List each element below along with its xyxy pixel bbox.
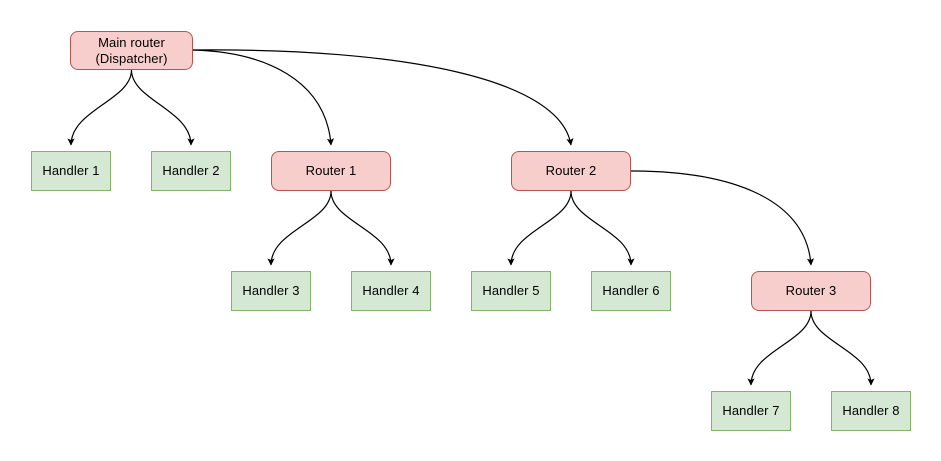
node-router-2[interactable]: Router 2	[511, 151, 631, 191]
edge-router-3-to-handler-8	[810, 310, 875, 386]
node-handler-7[interactable]: Handler 7	[711, 391, 791, 431]
node-label-handler-3: Handler 3	[242, 283, 300, 298]
node-label-handler-7: Handler 7	[722, 403, 780, 418]
edge-router-1-to-handler-3	[267, 190, 332, 266]
edge-main-router-to-handler-2	[130, 69, 195, 146]
edge-router-2-to-handler-6	[570, 190, 635, 266]
node-label-handler-5: Handler 5	[482, 283, 540, 298]
node-handler-3[interactable]: Handler 3	[231, 271, 311, 311]
node-handler-4[interactable]: Handler 4	[351, 271, 431, 311]
node-handler-5[interactable]: Handler 5	[471, 271, 551, 311]
node-label-handler-6: Handler 6	[602, 283, 660, 298]
node-handler-6[interactable]: Handler 6	[591, 271, 671, 311]
node-label-main-router: Main router (Dispatcher)	[95, 34, 168, 66]
node-label-router-3: Router 3	[785, 283, 837, 298]
edge-paths	[67, 49, 875, 386]
edge-router-2-to-router-3	[630, 170, 815, 266]
node-handler-1[interactable]: Handler 1	[31, 151, 111, 191]
edge-router-3-to-handler-7	[747, 310, 812, 386]
node-label-handler-4: Handler 4	[362, 283, 420, 298]
edge-router-1-to-handler-4	[330, 190, 395, 266]
edge-main-router-to-router-1	[192, 49, 335, 146]
node-label-handler-8: Handler 8	[842, 403, 900, 418]
edge-main-router-to-router-2	[192, 49, 574, 146]
node-router-3[interactable]: Router 3	[751, 271, 871, 311]
node-label-handler-2: Handler 2	[162, 163, 220, 178]
node-handler-8[interactable]: Handler 8	[831, 391, 911, 431]
edge-main-router-to-handler-1	[67, 69, 133, 146]
node-label-router-2: Router 2	[545, 163, 597, 178]
edge-router-2-to-handler-5	[507, 190, 572, 266]
node-main-router[interactable]: Main router (Dispatcher)	[70, 31, 193, 70]
node-label-handler-1: Handler 1	[42, 163, 100, 178]
node-router-1[interactable]: Router 1	[271, 151, 391, 191]
node-label-router-1: Router 1	[305, 163, 357, 178]
node-handler-2[interactable]: Handler 2	[151, 151, 231, 191]
